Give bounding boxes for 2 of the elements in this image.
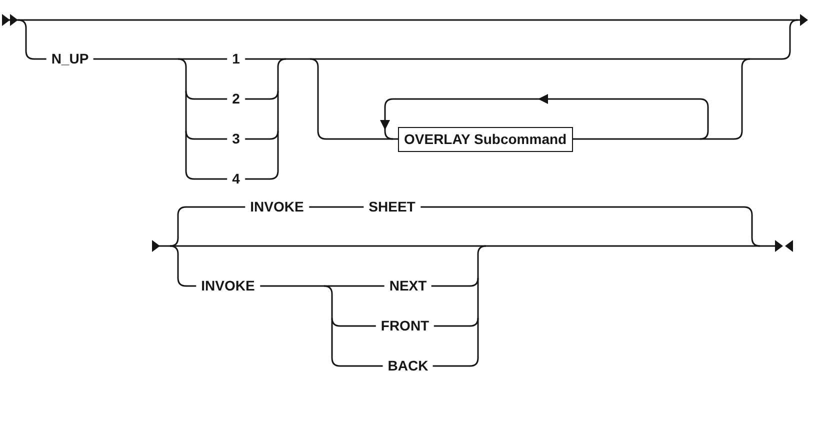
- keyword: N_UP: [46, 50, 94, 68]
- subcommand-box: OVERLAY Subcommand: [398, 127, 573, 152]
